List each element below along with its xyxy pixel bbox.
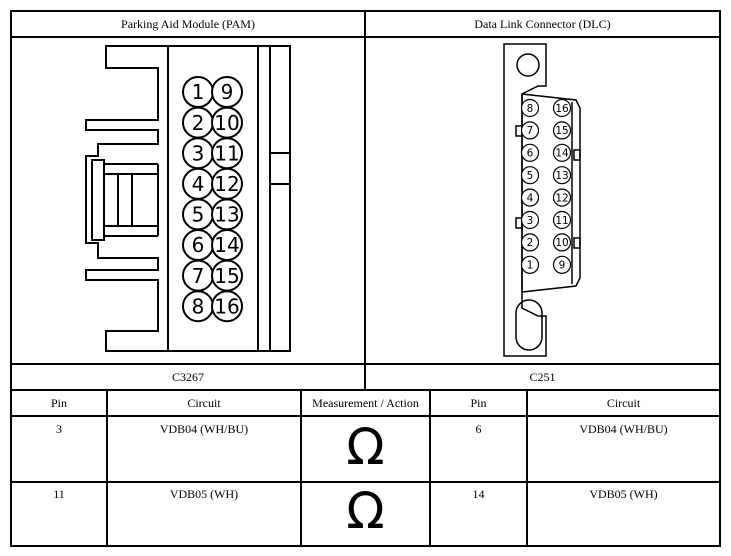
header-circuit-b: Circuit [606,396,641,410]
dlc-pin-3-circle [520,210,540,230]
dlc-pin-12-circle [552,188,572,207]
dlc-mount-hole-top [516,53,540,77]
pam-pin-2-label: 2 [192,111,205,135]
table-divider-4 [526,390,528,547]
dlc-pin-14-label: 14 [555,148,569,160]
dlc-pin-7-label: 7 [527,125,534,137]
pam-pin-12-label: 12 [214,172,239,196]
pam-pin-8-label: 8 [192,294,205,318]
dlc-pin-12-label: 12 [555,192,568,204]
header-row-divider [10,415,721,417]
pam-pin-16-label: 16 [214,294,239,318]
dlc-pin-13-label: 13 [555,170,568,182]
table-divider-1 [106,390,108,547]
connector-column-divider [364,10,366,390]
pam-pin-16-circle [211,290,243,323]
pam-pin-1-label: 1 [192,80,205,104]
dlc-pin-10-circle [552,233,572,252]
row-2-pin-b: 14 [472,487,485,501]
id-row-divider [10,389,721,391]
row-1-pin-a: 3 [56,422,62,436]
pam-body [167,45,291,352]
header-measurement: Measurement / Action [312,396,419,410]
pam-connector-id: C3267 [171,370,204,384]
dlc-title: Data Link Connector (DLC) [474,17,611,31]
dlc-pin-6-circle [520,143,540,162]
row-1-pin-b: 6 [475,422,482,436]
dlc-pin-14-circle [552,143,572,162]
pam-pin-10-label: 10 [214,111,239,135]
dlc-pin-7-circle [520,121,540,140]
pam-pin-14-label: 14 [214,233,239,257]
pam-pin-11-label: 11 [214,141,239,165]
dlc-pin-1-circle [520,255,540,274]
header-pin-b: Pin [470,396,487,410]
dlc-pin-2-label: 2 [527,237,534,249]
pam-pin-3-label: 3 [192,141,205,165]
dlc-connector-drawing: 8 7 6 5 4 3 2 1 16 15 14 13 12 11 10 9 [503,43,581,357]
dlc-pin-16-circle [552,98,572,118]
dlc-pin-8-label: 8 [527,103,534,115]
dlc-pin-8-circle [520,98,540,118]
dlc-pin-15-label: 15 [555,125,568,137]
pam-title: Parking Aid Module (PAM) [121,17,255,31]
dlc-pin-11-label: 11 [555,215,568,227]
pam-pin-6-label: 6 [192,233,205,257]
pam-pin-7-label: 7 [192,264,205,288]
row-2-ohm-icon: Ω [346,482,385,540]
dlc-pin-9-label: 9 [559,260,566,272]
row-1-circuit-b: VDB04 (WH/BU) [579,422,668,436]
dlc-mount-slot-bottom [515,299,543,351]
pam-pin-9-label: 9 [221,80,234,104]
dlc-pin-6-label: 6 [527,148,534,160]
dlc-pin-1-label: 1 [527,260,534,272]
pam-pin-15-label: 15 [214,264,239,288]
dlc-pin-5-label: 5 [527,170,534,182]
pam-pin-13-label: 13 [214,203,239,227]
pam-pin-4-label: 4 [192,172,205,196]
pam-pin-5-label: 5 [192,203,205,227]
dlc-pin-4-circle [520,188,540,207]
dlc-pin-10-label: 10 [555,237,568,249]
row-1-divider [10,481,721,483]
dlc-connector-id: C251 [529,370,556,384]
header-circuit-a: Circuit [187,396,221,410]
row-2-circuit-a: VDB05 (WH) [169,487,239,501]
row-2-pin-a: 11 [53,487,65,501]
dlc-pin-13-circle [552,166,572,185]
dlc-pin-16-label: 16 [555,103,569,115]
header-pin-a: Pin [50,396,67,410]
dlc-pin-15-circle [552,121,572,140]
dlc-pin-9-circle [552,255,572,274]
table-divider-2 [300,390,302,547]
dlc-shell [503,43,547,357]
row-2-circuit-b: VDB05 (WH) [589,487,658,501]
dlc-pin-field: 8 7 6 5 4 3 2 1 16 15 14 13 12 11 10 9 [520,98,572,274]
row-1-ohm-icon: Ω [346,418,385,476]
dlc-pin-5-circle [520,166,540,185]
row-1-circuit-a: VDB04 (WH/BU) [159,422,249,436]
dlc-pin-2-circle [520,233,540,252]
dlc-pin-11-circle [552,210,572,230]
dlc-pin-body [521,93,581,293]
dlc-pin-4-label: 4 [527,192,534,204]
table-divider-3 [429,390,431,547]
dlc-pin-3-label: 3 [527,215,534,227]
